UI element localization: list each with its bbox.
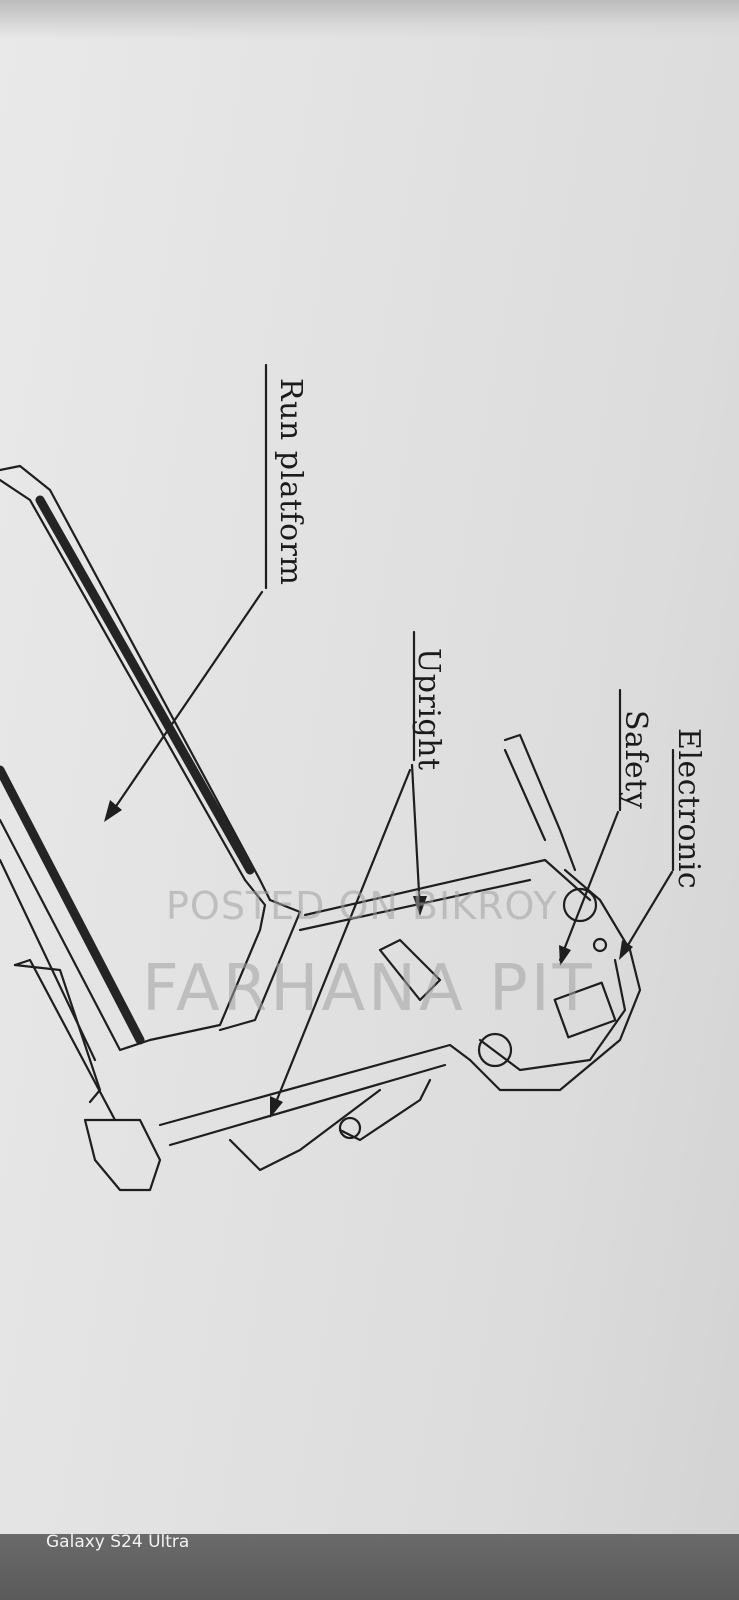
upright-bottom <box>158 1043 472 1127</box>
handlebar-top <box>503 733 577 872</box>
label-safety: Safety <box>618 710 653 810</box>
arrow-upright-1 <box>410 763 422 912</box>
console-display <box>553 981 617 1039</box>
arrow-run-platform <box>106 590 264 820</box>
console-speaker-top <box>562 887 598 923</box>
arrow-safety <box>558 810 620 962</box>
handlebar-bottom <box>13 958 117 1122</box>
upright-top <box>303 858 592 917</box>
platform-rail-bottom <box>0 765 145 1045</box>
watermark-seller: FARHANA PIT <box>142 952 595 1026</box>
label-run-platform: Run platform <box>273 378 308 586</box>
console-speaker-bottom <box>477 1032 513 1068</box>
label-upright: Upright <box>411 648 446 771</box>
manual-page <box>0 14 739 1534</box>
rear-foot <box>13 963 102 1104</box>
paper-fold-shadow <box>0 0 739 40</box>
arrow-upright-2 <box>270 768 412 1114</box>
label-electronic: Electronic <box>671 728 706 890</box>
camera-watermark: Galaxy S24 Ultra <box>46 1532 190 1552</box>
watermark-posted-on: POSTED ON BIKROY <box>166 884 558 928</box>
platform-rail-top <box>0 464 272 902</box>
arrow-electronic <box>620 870 674 957</box>
safety-key <box>592 937 608 953</box>
console-frame <box>468 868 642 1092</box>
floor-strip <box>0 1534 739 1600</box>
